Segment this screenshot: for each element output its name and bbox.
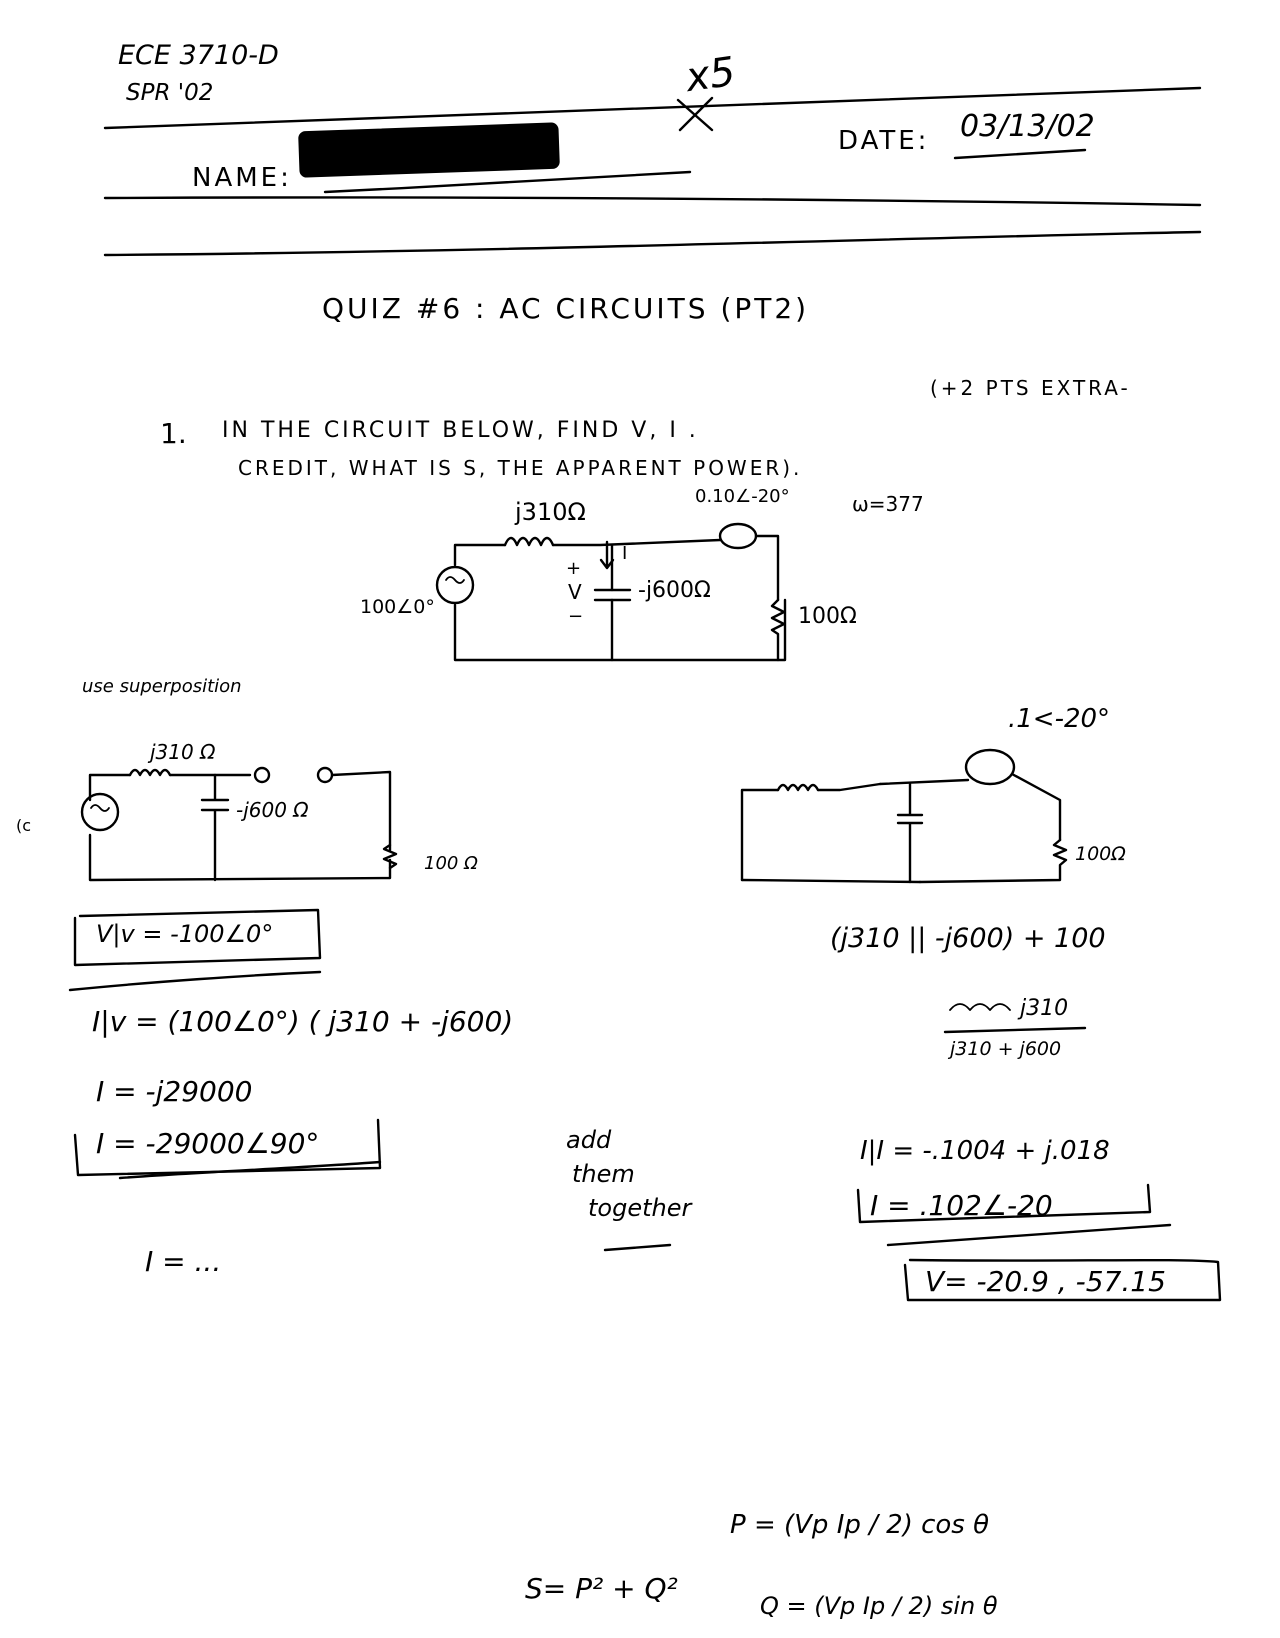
omega-label: ω=377 [852,492,924,516]
right-eq-i-answer: I = .102∠-20 [870,1189,1053,1222]
scribble-struck [949,1003,1011,1011]
left-inductor-coil [128,768,172,777]
method-note: use superposition [82,676,242,697]
problem-line-1: IN THE CIRCUIT BELOW, FIND V, I . [222,418,699,443]
name-underline [323,170,692,194]
left-eq-iv: I|v = (100∠0°) ( j310 + -j600) [92,1005,514,1038]
left-capacitor-label: -j600 Ω [236,798,309,822]
right-subcircuit-diagram [740,748,1068,884]
main-inductor-coil [503,536,555,547]
date-value: 03/13/02 [960,109,1095,144]
main-current-i-label: I [622,543,628,564]
course-term: SPR '02 [126,80,214,106]
right-eq-ii: I|I = -.1004 + j.018 [860,1136,1110,1166]
redacted-name-box [298,122,560,178]
problem-extra-credit: (+2 PTS EXTRA- [930,376,1131,400]
left-resistor-label: 100 Ω [424,853,478,874]
left-eq-v: V|v = -100∠0° [96,920,274,948]
left-eq-i-final: I = ... [145,1245,222,1278]
left-subcircuit-diagram [80,766,398,882]
main-voltage-plus: + [566,558,582,579]
main-current-source-label: 0.10∠-20° [695,486,790,507]
main-current-source [718,522,758,550]
margin-mark: (c [16,816,32,835]
score-mark: x5 [683,48,739,102]
main-resistor-zigzag [770,598,786,662]
box-v-answer [73,908,322,967]
main-voltage-source [435,565,475,605]
main-resistor-label: 100Ω [798,604,857,629]
header-rule-top [103,86,1202,130]
right-resistor-zigzag [918,838,1068,884]
problem-line-2: CREDIT, WHAT IS S, THE APPARENT POWER). [238,456,803,480]
main-voltage-v-label: V [568,580,582,604]
main-capacitor-plates [593,588,632,602]
left-eq-i-polar: I = -29000∠90° [96,1127,320,1160]
main-voltage-source-label: 100∠0° [360,596,435,618]
date-underline [953,148,1087,160]
main-current-arrow [599,540,615,570]
main-inductor-label: j310Ω [515,498,586,526]
middle-note-add: add [566,1126,612,1154]
main-capacitor-label: -j600Ω [638,578,711,603]
left-resistor-zigzag [382,843,398,870]
date-label: DATE: [838,126,930,156]
header-rule-middle [103,196,1202,207]
course-code: ECE 3710-D [118,40,279,71]
name-label: NAME: [192,163,292,193]
left-eq-i-rect: I = -j29000 [96,1075,253,1108]
left-voltage-source [80,792,120,832]
right-inductor-coil [776,783,820,792]
right-eq-denominator: j310 + j600 [950,1038,1062,1060]
problem-number: 1. [160,417,187,450]
power-eq-p: P = (Vp Ip / 2) cos θ [730,1510,990,1540]
box-right-i-answer [856,1183,1152,1224]
right-eq-impedance: (j310 || -j600) + 100 [830,923,1106,954]
right-current-source [964,748,1016,786]
box-right-v-answer [903,1258,1222,1302]
score-mark-x [676,96,714,132]
quiz-title: QUIZ #6 : AC CIRCUITS (PT2) [322,292,810,325]
left-inductor-label: j310 Ω [150,740,216,764]
power-eq-s: S= P² + Q² [525,1572,678,1605]
power-eq-q: Q = (Vp Ip / 2) sin θ [760,1592,998,1620]
right-eq-numerator: j310 [1020,996,1069,1021]
main-circuit-diagram [435,522,787,662]
main-voltage-minus: − [568,606,584,627]
right-resistor-label: 100Ω [1075,843,1126,865]
middle-note-together: together [588,1194,692,1222]
right-source-label: .1<-20° [1008,704,1111,734]
middle-note-them: them [572,1160,635,1188]
header-rule-bottom [103,230,1202,257]
right-eq-v-answer: V= -20.9 , -57.15 [925,1265,1166,1298]
